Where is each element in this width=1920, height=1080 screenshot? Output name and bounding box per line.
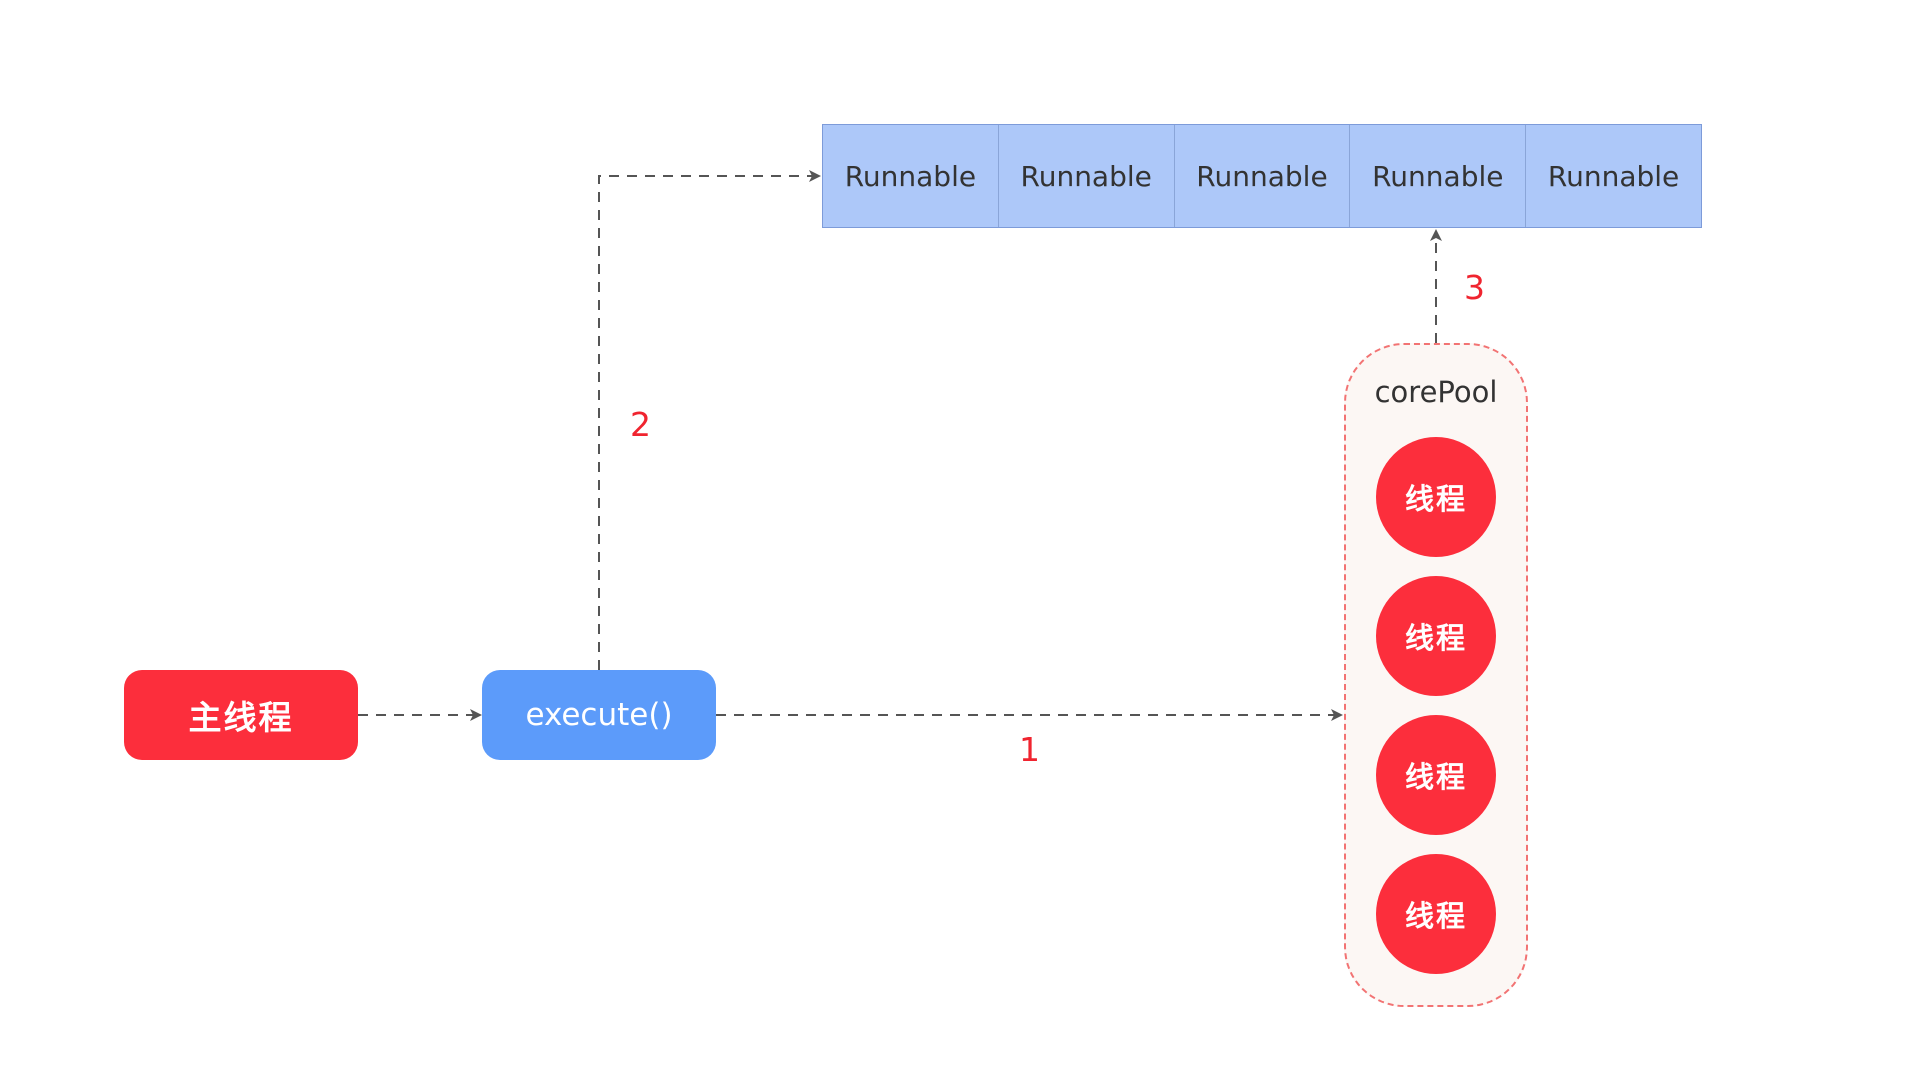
main-thread-node: 主线程 [124,670,358,760]
step-label-2: 2 [630,405,651,444]
queue-item-runnable: Runnable [1175,125,1351,227]
core-pool-label: corePool [1374,375,1498,409]
thread-circle: 线程 [1376,715,1496,835]
execute-node: execute() [482,670,716,760]
queue-item-runnable: Runnable [1350,125,1527,227]
step-label-3: 3 [1464,268,1485,307]
core-pool-container: corePool 线程 线程 线程 线程 [1344,343,1528,1007]
queue-item-runnable: Runnable [1547,159,1680,193]
queue-item-runnable: Runnable [823,125,999,227]
thread-circle: 线程 [1376,854,1496,974]
step-label-1: 1 [1019,730,1040,769]
task-queue: Runnable Runnable Runnable Runnable Runn… [822,124,1702,228]
thread-circle: 线程 [1376,576,1496,696]
queue-item-runnable: Runnable [999,125,1175,227]
thread-circle: 线程 [1376,437,1496,557]
